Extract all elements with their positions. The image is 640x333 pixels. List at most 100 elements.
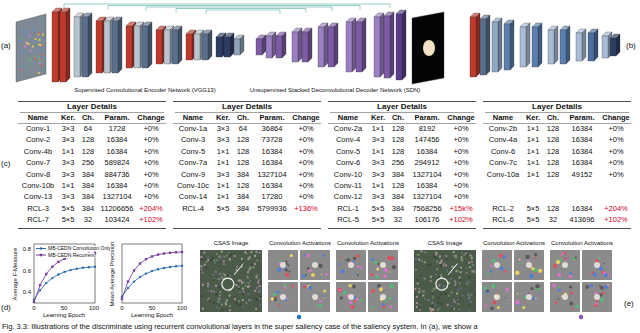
photo — [209, 300, 211, 302]
table-cell: 16384 — [98, 136, 136, 144]
photo — [427, 264, 429, 266]
table-rule — [175, 112, 319, 113]
layer-block — [576, 33, 582, 61]
photo — [435, 274, 437, 276]
photo — [429, 308, 431, 310]
table-cell: Conv-7 — [18, 159, 58, 167]
photo — [223, 256, 225, 258]
photo — [460, 287, 462, 289]
layer-block — [164, 30, 170, 64]
plot-line — [82, 267, 84, 269]
activation-tile — [514, 282, 544, 312]
activation-tile — [527, 259, 530, 262]
activation-tile — [371, 273, 374, 276]
activation-tile — [377, 267, 378, 268]
activation-tile — [569, 285, 572, 288]
table-cell: RCL-6 — [483, 216, 523, 224]
table-cell: +102% — [601, 216, 631, 224]
activation-tile — [573, 257, 576, 260]
table-cell: +0% — [136, 182, 166, 190]
photo — [452, 251, 454, 253]
plot-line — [139, 276, 141, 278]
plot-line — [127, 280, 129, 282]
photo — [212, 257, 214, 259]
photo — [226, 255, 228, 257]
table-cell: 3×3 — [58, 193, 78, 201]
table-cell: +0% — [601, 159, 631, 167]
activation-tile — [392, 265, 396, 269]
table-cell: 128 — [388, 148, 408, 156]
photo — [219, 273, 221, 275]
layer-block — [384, 16, 390, 78]
layer-block — [492, 22, 498, 72]
activation-tile — [319, 304, 322, 307]
column-header: Change — [446, 114, 476, 122]
photo — [216, 253, 218, 255]
photo — [226, 275, 228, 277]
photo — [229, 305, 231, 307]
table-cell: 16384 — [563, 159, 601, 167]
photo — [423, 290, 425, 292]
plot-line — [163, 252, 165, 254]
table-cell: +0% — [291, 125, 321, 133]
table-cell: 256 — [78, 159, 98, 167]
photo — [446, 270, 448, 272]
table-heading: Layer Details — [18, 103, 166, 111]
photo — [248, 293, 250, 295]
photo — [419, 288, 421, 290]
photo — [206, 261, 208, 263]
plot-line — [39, 284, 41, 286]
table-cell: +0% — [601, 148, 631, 156]
input-image — [33, 58, 35, 60]
photo — [200, 250, 262, 312]
layer-block — [480, 19, 486, 75]
photo — [241, 282, 243, 284]
layer-block — [566, 26, 570, 64]
photo — [448, 282, 450, 284]
table-cell: 5×5 — [523, 216, 543, 224]
photo — [225, 303, 227, 305]
table-cell: +0% — [446, 136, 476, 144]
photo — [443, 285, 445, 287]
activation-tile — [552, 284, 556, 288]
table-cell: 1327104 — [253, 171, 291, 179]
table-rule — [18, 228, 166, 229]
activation-tile — [569, 275, 573, 279]
activation-tile — [390, 284, 394, 288]
photo — [453, 299, 455, 301]
activation-tile — [526, 262, 532, 268]
activation-tile — [494, 262, 500, 268]
column-header: Param. — [253, 114, 291, 122]
table-cell: 1×1 — [368, 148, 388, 156]
photo — [470, 301, 472, 303]
photo — [468, 281, 470, 283]
table-cell: 3×3 — [58, 125, 78, 133]
activation-tile — [356, 269, 357, 270]
activation-tile — [553, 264, 557, 268]
axis-title: Learning Epoch — [29, 312, 99, 318]
photo — [456, 293, 458, 295]
photo — [207, 290, 209, 292]
photo — [242, 306, 244, 308]
photo — [254, 263, 256, 265]
layer-block — [520, 27, 526, 67]
photo — [416, 306, 418, 308]
photo — [257, 282, 259, 284]
photo — [457, 289, 459, 291]
layer-block — [588, 33, 594, 61]
photo — [242, 293, 244, 295]
column-header: Ker. — [368, 114, 388, 122]
activation-tile — [353, 257, 356, 260]
activation-tile — [278, 304, 280, 306]
photo — [217, 301, 219, 303]
plot-line — [57, 273, 59, 275]
photo — [456, 270, 458, 272]
table-cell: 73728 — [253, 136, 291, 144]
activation-tile — [550, 250, 580, 280]
table-cell: 1×1 — [213, 148, 233, 156]
photo — [253, 266, 255, 268]
photo — [463, 254, 465, 256]
layer-block — [172, 30, 178, 64]
activation-tile — [336, 250, 366, 280]
table-rule — [485, 112, 629, 113]
